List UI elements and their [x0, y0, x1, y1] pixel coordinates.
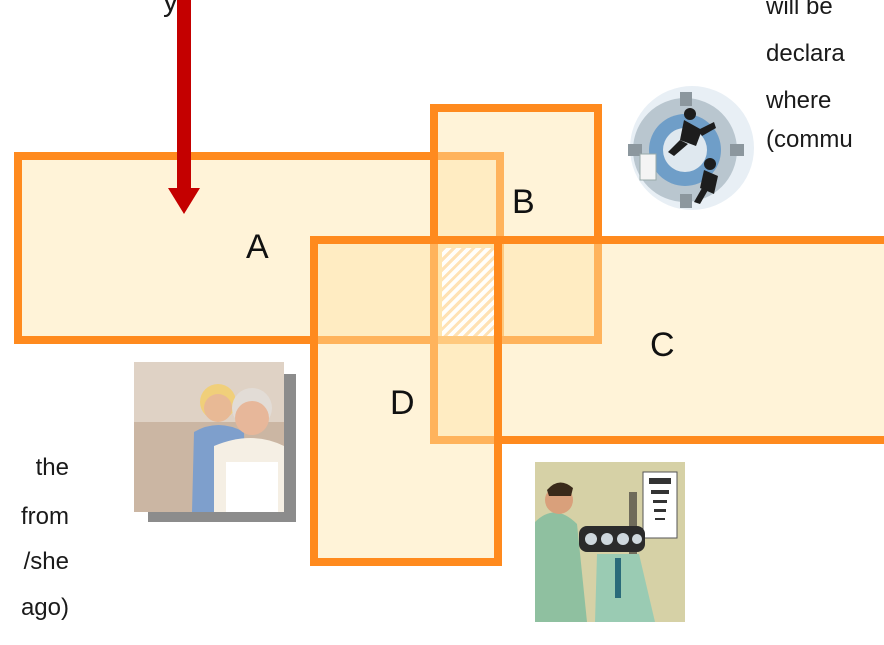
region-label-d: D [390, 384, 415, 422]
text-line-7: /she [23, 548, 69, 575]
text-line-5: the [35, 454, 69, 481]
text-line-6: from [21, 503, 69, 530]
region-label-b: B [512, 183, 535, 221]
eye-exam-clipart [535, 462, 685, 622]
down-arrow-icon [168, 0, 200, 214]
text-line-1: will be [766, 0, 833, 20]
text-line-4: (commu [766, 126, 853, 153]
region-c [430, 236, 884, 444]
region-label-a: A [246, 228, 269, 266]
region-label-c: C [650, 326, 675, 364]
text-fragment-top-left: y [163, 0, 178, 18]
gear-businessmen-icon [628, 86, 754, 210]
senior-couple-photo [134, 362, 284, 512]
text-line-8: ago) [20, 594, 69, 621]
text-line-2: declara [766, 40, 845, 67]
text-line-3: where [766, 87, 832, 114]
intersection-hatch [442, 248, 494, 336]
